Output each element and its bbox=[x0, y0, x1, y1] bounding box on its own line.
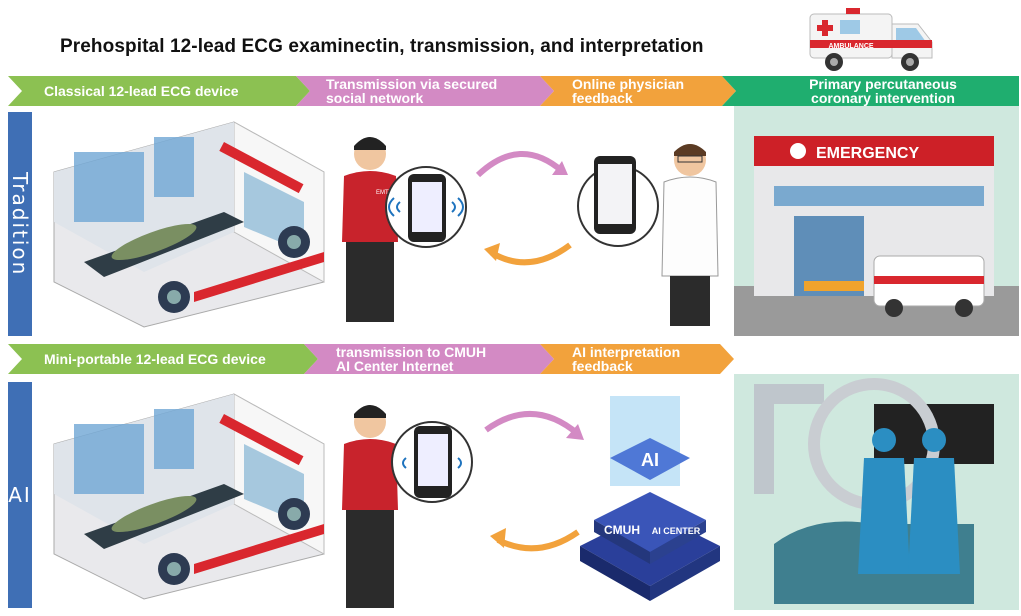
ai-cycle-arrows bbox=[484, 410, 584, 552]
side-label-tradition: Tradition bbox=[8, 112, 32, 336]
bottom-step-device: Mini-portable 12-lead ECG device bbox=[44, 351, 266, 367]
cathlab-scene bbox=[734, 374, 1019, 610]
feedback-cycle-arrows-top bbox=[475, 150, 572, 266]
ai-label: AI bbox=[641, 450, 659, 470]
ambulance-interior-bottom bbox=[53, 393, 325, 600]
emergency-sign: EMERGENCY bbox=[816, 145, 919, 162]
ambulance-interior-top bbox=[53, 121, 325, 328]
bottom-process-row: Mini-portable 12-lead ECG device transmi… bbox=[8, 344, 734, 374]
emt-figure-bottom bbox=[342, 405, 473, 608]
ambulance-label: AMBULANCE bbox=[828, 43, 873, 50]
top-chevron-shapes bbox=[8, 76, 1019, 106]
ambulance-icon: AMBULANCE bbox=[809, 8, 933, 71]
emt-figure-top: EMT bbox=[342, 137, 467, 322]
cmuh-label: CMUH bbox=[604, 523, 640, 537]
side-label-ai: AI bbox=[8, 382, 32, 608]
page-title: Prehospital 12-lead ECG examinectin, tra… bbox=[60, 36, 704, 57]
top-process-row: Classical 12-lead ECG device Transmissio… bbox=[8, 76, 1019, 106]
top-step-device: Classical 12-lead ECG device bbox=[44, 83, 239, 99]
ai-center-label: AI CENTER bbox=[652, 526, 701, 536]
physician-figure bbox=[577, 144, 719, 326]
hospital-scene: EMERGENCY bbox=[734, 136, 1019, 336]
bottom-chevron-shapes bbox=[8, 344, 734, 374]
emt-badge: EMT bbox=[376, 190, 389, 196]
ai-center-graphic: AI CMUH AI CENTER bbox=[580, 396, 720, 601]
